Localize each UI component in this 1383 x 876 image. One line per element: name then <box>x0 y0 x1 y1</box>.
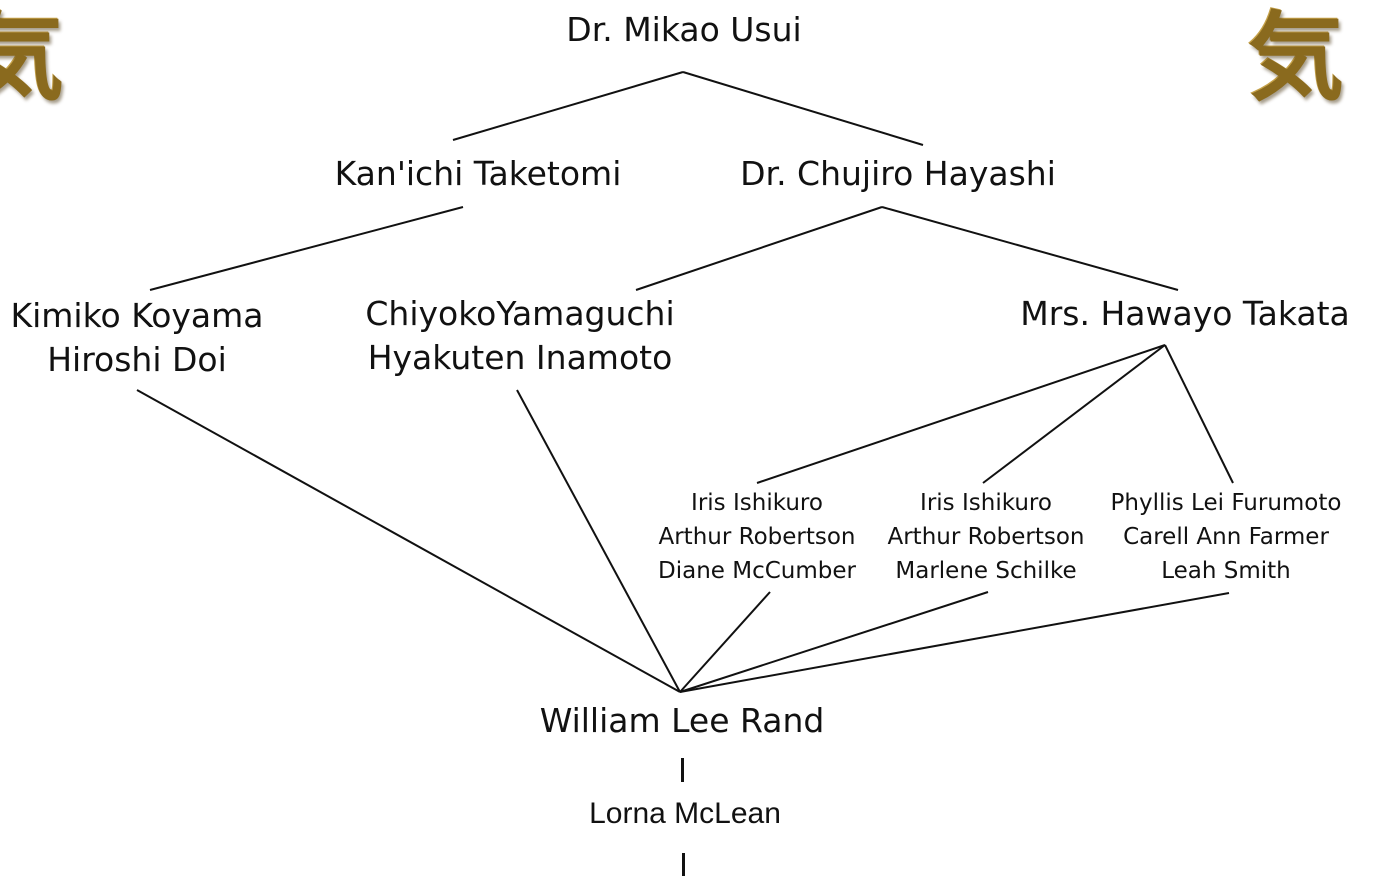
edge-hayashi-takata <box>881 206 1179 291</box>
node-group-a: Iris Ishikuro Arthur Robertson Diane McC… <box>658 486 856 588</box>
node-line: Phyllis Lei Furumoto <box>1110 490 1342 516</box>
node-line: Carell Ann Farmer <box>1123 524 1329 550</box>
node-chujiro-hayashi: Dr. Chujiro Hayashi <box>740 154 1056 193</box>
node-line: Iris Ishikuro <box>691 490 823 516</box>
node-line: ChiyokoYamaguchi <box>365 294 675 333</box>
node-yamaguchi-inamoto: ChiyokoYamaguchi Hyakuten Inamoto <box>365 292 674 380</box>
node-hawayo-takata: Mrs. Hawayo Takata <box>1020 294 1350 333</box>
edge-hayashi-yamaguchi <box>635 206 883 291</box>
ki-emblem-left: 気 <box>0 1 64 114</box>
edge-doi-rand <box>136 389 681 693</box>
node-line: Diane McCumber <box>658 558 856 584</box>
node-koyama-doi: Kimiko Koyama Hiroshi Doi <box>10 294 263 382</box>
node-line: Marlene Schilke <box>895 558 1077 584</box>
edge-group-a-rand <box>679 591 771 693</box>
edge-takata-group-b <box>982 344 1166 484</box>
node-line: Arthur Robertson <box>887 524 1085 550</box>
node-kanichi-taketomi: Kan'ichi Taketomi <box>334 154 622 193</box>
edge-inamoto-rand <box>516 389 681 693</box>
edge-group-b-rand <box>679 591 989 693</box>
node-line: Hyakuten Inamoto <box>367 338 673 377</box>
node-line: Hiroshi Doi <box>47 340 227 379</box>
node-line: Leah Smith <box>1161 558 1291 584</box>
edge-taketomi-koyama <box>149 206 464 291</box>
edge-group-c-rand <box>679 592 1230 693</box>
edge-usui-hayashi <box>682 71 924 146</box>
connector-mclean-next <box>682 853 685 876</box>
edge-takata-group-a <box>756 344 1166 484</box>
node-group-c: Phyllis Lei Furumoto Carell Ann Farmer L… <box>1111 486 1342 588</box>
node-mikao-usui: Dr. Mikao Usui <box>566 10 802 49</box>
edge-usui-taketomi <box>452 71 684 141</box>
node-lorna-mclean: Lorna McLean <box>589 797 781 830</box>
connector-rand-mclean <box>681 758 684 782</box>
node-group-b: Iris Ishikuro Arthur Robertson Marlene S… <box>887 486 1084 588</box>
node-line: Kimiko Koyama <box>10 296 264 335</box>
node-line: Arthur Robertson <box>658 524 856 550</box>
node-william-lee-rand: William Lee Rand <box>539 701 825 740</box>
ki-emblem-right: 気 <box>1248 1 1344 114</box>
edge-takata-group-c <box>1164 344 1234 484</box>
node-line: Iris Ishikuro <box>920 490 1052 516</box>
